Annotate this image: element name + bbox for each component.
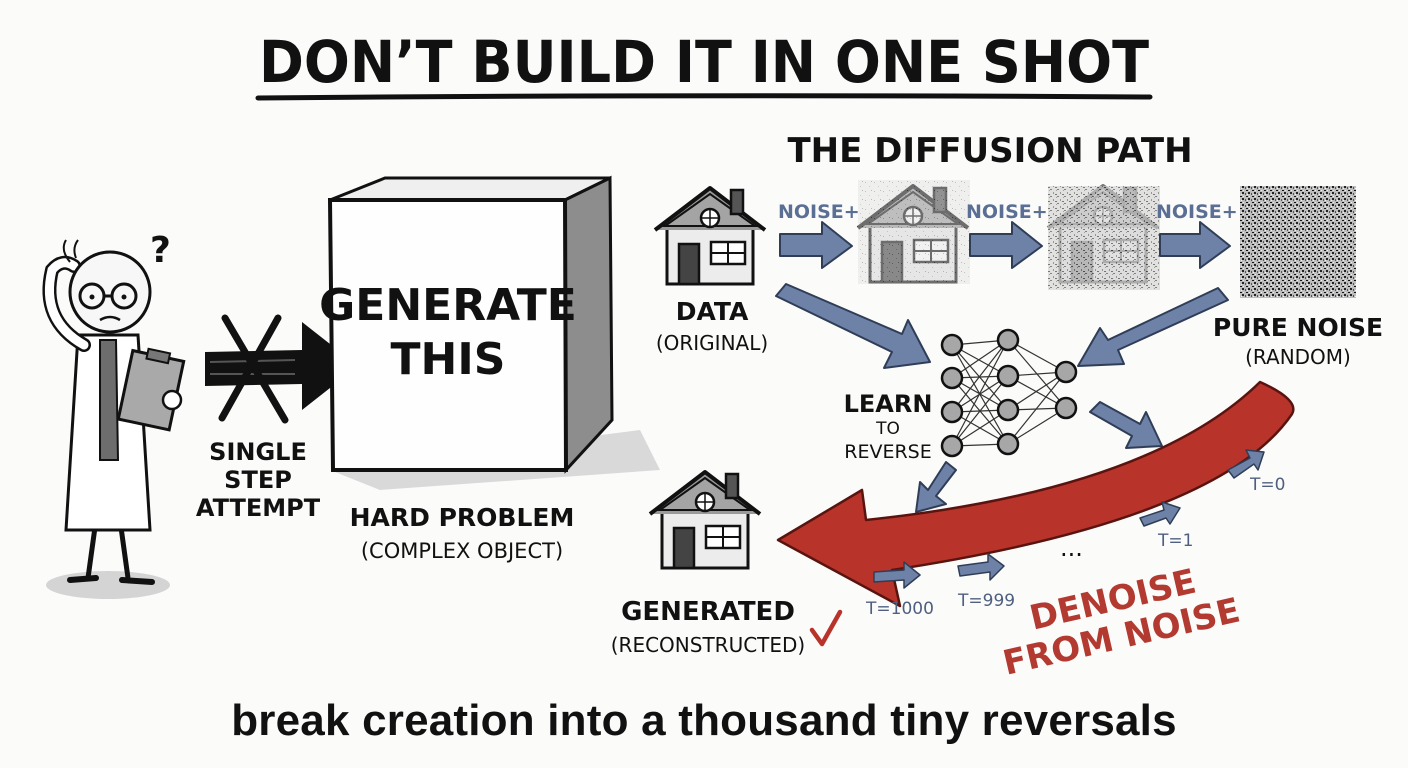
generated-label: GENERATED [621, 597, 795, 627]
step-label-1: T=1 [1157, 531, 1193, 551]
box-text-line-2: THIS [391, 334, 506, 385]
noise-step-label-2: NOISE+ [966, 201, 1048, 223]
problem-block [327, 175, 660, 490]
step-arrows [873, 449, 1265, 589]
attempt-label-1: SINGLE [209, 438, 307, 466]
step-arrow-0 [1227, 449, 1265, 479]
step-label-999: T=999 [957, 591, 1015, 611]
pure-noise-image [1240, 186, 1356, 298]
box-text-line-1: GENERATE [319, 280, 577, 331]
network-to-path-arrow [1089, 401, 1163, 449]
network-to-generated-arrow [915, 461, 957, 513]
attempt-label-3: ATTEMPT [196, 494, 321, 522]
noise-step-label-3: NOISE+ [1156, 201, 1238, 223]
learn-label-1: LEARN [844, 390, 933, 418]
checkmark-icon [809, 609, 843, 647]
noise-label: PURE NOISE [1213, 313, 1383, 342]
denoise-arrow [776, 380, 1295, 608]
noisy-house-1-icon [856, 180, 970, 284]
attempt-label-2: STEP [224, 466, 292, 494]
noise-sub: (RANDOM) [1245, 345, 1351, 369]
learn-label-2: TO [875, 419, 900, 439]
step-label-1000: T=1000 [865, 599, 934, 619]
title-underline [255, 93, 1153, 101]
noisy-house-2-icon [1046, 184, 1160, 290]
tagline: break creation into a thousand tiny reve… [231, 696, 1177, 745]
forward-arrow-2 [969, 221, 1043, 269]
data-sub: (ORIGINAL) [656, 331, 768, 355]
data-house-icon [653, 186, 767, 286]
data-label: DATA [676, 297, 749, 326]
page-title: DON’T BUILD IT IN ONE SHOT [259, 28, 1149, 96]
noise-to-network-arrow [1077, 287, 1229, 367]
step-arrow-1 [1139, 501, 1181, 527]
diffusion-heading: THE DIFFUSION PATH [787, 131, 1192, 171]
learn-label-3: REVERSE [844, 441, 931, 463]
forward-arrows [779, 221, 1231, 269]
step-label-0: T=0 [1249, 475, 1285, 495]
forward-arrow-1 [779, 221, 853, 269]
ellipsis-label: ... [1060, 534, 1083, 562]
neural-network-icon [940, 328, 1078, 458]
scientist-figure [42, 239, 186, 599]
network-arrows [775, 283, 1229, 513]
problem-label: HARD PROBLEM [350, 503, 575, 532]
cross-mark-icon [218, 314, 289, 424]
noise-step-label-1: NOISE+ [778, 201, 860, 223]
forward-arrow-3 [1159, 221, 1231, 269]
data-to-network-arrow [775, 283, 931, 369]
question-mark: ? [150, 230, 171, 271]
step-arrow-999 [957, 553, 1005, 581]
problem-sub: (COMPLEX OBJECT) [361, 539, 563, 563]
generated-house-icon [648, 470, 762, 570]
generated-sub: (RECONSTRUCTED) [611, 633, 805, 657]
step-arrow-1000 [873, 561, 921, 589]
